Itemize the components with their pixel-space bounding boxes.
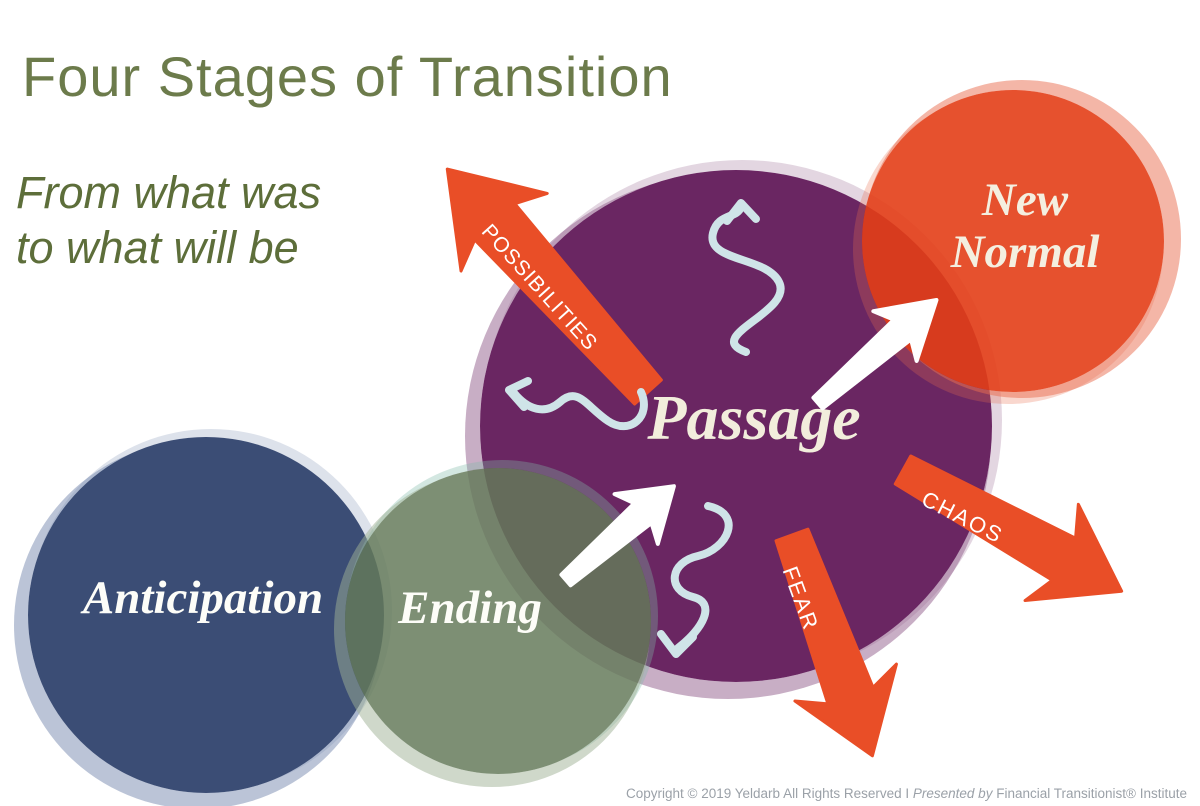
institute-text: Financial Transitionist® Institute — [996, 786, 1187, 801]
copyright-footer: Copyright © 2019 Yeldarb All Rights Rese… — [626, 786, 1187, 801]
stage-circle-anticipation: Anticipation — [28, 437, 384, 793]
copyright-text: Copyright © 2019 Yeldarb All Rights Rese… — [626, 786, 910, 801]
subtitle: From what was to what will be — [16, 166, 321, 276]
presented-by-text: Presented by — [912, 786, 993, 801]
subtitle-line-2: to what will be — [16, 221, 299, 273]
stage-label-ending: Ending — [398, 582, 542, 635]
stage-circle-new-normal: New Normal — [862, 90, 1164, 392]
subtitle-line-1: From what was — [16, 167, 322, 218]
stage-label-passage: Passage — [647, 381, 861, 453]
stage-label-new-normal: New Normal — [950, 174, 1100, 278]
stage-circle-ending: Ending — [345, 468, 651, 774]
stage-label-anticipation: Anticipation — [82, 572, 324, 625]
page-title: Four Stages of Transition — [22, 44, 673, 108]
